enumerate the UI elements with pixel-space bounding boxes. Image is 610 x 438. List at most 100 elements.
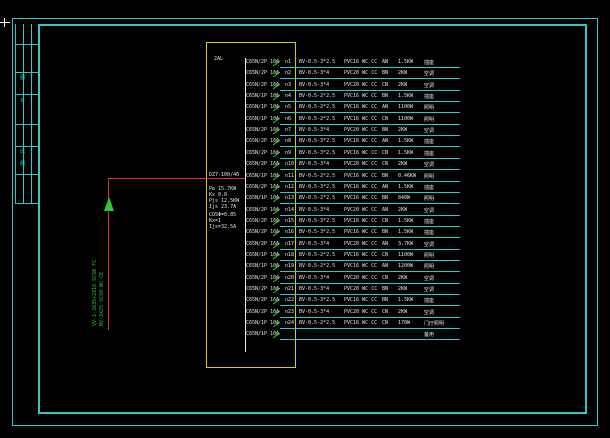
circuit-line — [280, 123, 460, 125]
conduit-spec: PVC20 WC CC — [344, 206, 378, 213]
phase-label: CN — [382, 161, 389, 168]
load-use: 插座 — [424, 139, 435, 146]
phase-label: AN — [382, 59, 389, 65]
cable-spec: BV-0.5-3*4 — [299, 286, 330, 292]
circuit-line — [280, 225, 460, 227]
breaker-label: C65N/1P 10A — [246, 251, 280, 258]
circuit-line — [280, 271, 460, 273]
phase-label: BN — [382, 70, 389, 77]
phase-label: AN — [382, 206, 389, 213]
circuit-line — [280, 248, 460, 250]
circuit-number: n14 — [285, 206, 295, 213]
phase-label: CN — [382, 149, 389, 156]
cable-spec: BV-0.5-2*2.5 — [299, 263, 336, 270]
phase-label: CN — [382, 308, 389, 315]
phase-label: AN — [382, 138, 389, 145]
circuit-number: n1 — [285, 59, 292, 65]
conduit-spec: PVC16 WC CC — [344, 138, 378, 145]
circuit-line — [280, 294, 460, 295]
conduit-spec: PVC20 WC CC — [344, 81, 378, 88]
phase-label: AN — [382, 183, 389, 190]
incoming-feeder-riser — [108, 178, 109, 330]
title-strip-label: 号 — [20, 99, 26, 105]
cable-spec: BV-0.5-2*2.5 — [299, 115, 336, 122]
conduit-spec: PVC20 WC CC — [344, 286, 378, 292]
cable-spec: BV-0.5-2*2.5 — [299, 104, 336, 111]
load-power: 2KW — [398, 81, 408, 88]
circuit-line — [280, 237, 460, 239]
breaker-symbol-icon — [273, 264, 280, 271]
load-power: 840W — [398, 195, 411, 202]
phase-label: AN — [382, 104, 389, 111]
title-strip-label: 比 — [20, 149, 26, 155]
breaker-symbol-icon — [273, 71, 280, 78]
conduit-spec: PVC16 WC CC — [344, 217, 378, 224]
load-use: 插座 — [424, 218, 435, 225]
phase-label: BN — [382, 195, 389, 202]
title-strip: 图 号 比 例 — [15, 24, 39, 204]
circuit-line — [280, 316, 460, 318]
circuit-number: n10 — [285, 161, 295, 168]
feeder-spec-line: BV-3X25 SC50 WC CE — [99, 271, 105, 326]
breaker-symbol-icon — [273, 218, 280, 226]
panel-calc-values: COSΦ=0.85 Kx=1 Ijs=32.5A — [209, 212, 236, 230]
breaker-symbol-icon — [273, 162, 280, 169]
load-use: 门厅照明 — [424, 321, 445, 328]
circuit-number: n17 — [285, 240, 295, 247]
circuit-number: n15 — [285, 217, 295, 224]
origin-marker-vertical — [4, 18, 5, 27]
breaker-label: C65N/1P 10A — [246, 172, 280, 179]
breaker-label: C65N/1P 10A — [246, 93, 280, 100]
title-strip-label: 图 — [20, 75, 26, 81]
phase-label: AN — [382, 240, 389, 247]
cable-spec: BV-0.5-3*2.5 — [299, 183, 336, 190]
cable-spec: BV-0.5-3*4 — [299, 240, 330, 247]
circuit-line — [280, 89, 460, 91]
breaker-symbol-icon — [273, 196, 280, 203]
cable-spec: BV-0.5-3*2.5 — [299, 229, 336, 236]
cable-spec: BV-0.5-3*4 — [299, 127, 330, 134]
circuit-line — [280, 214, 460, 216]
breaker-symbol-icon — [273, 252, 280, 260]
conduit-spec: PVC16 WC CC — [344, 149, 378, 156]
calc-line: Kx=1 — [209, 218, 222, 224]
main-switch-label: DZ7-100/40 — [209, 172, 240, 178]
load-power: 1.5KW — [398, 229, 414, 236]
phase-label: CN — [382, 217, 389, 224]
breaker-symbol-icon — [273, 82, 280, 90]
breaker-label: C65N/2P 16A — [246, 297, 280, 304]
cable-spec: BV-0.5-3*2.5 — [299, 59, 336, 65]
circuit-number: n13 — [285, 195, 295, 202]
load-power: 2KW — [398, 70, 408, 77]
phase-label: AN — [382, 263, 389, 270]
circuit-line — [280, 305, 460, 307]
load-use: 插座 — [424, 60, 435, 66]
load-power: 1.5KW — [398, 59, 414, 65]
breaker-label: C65N/2P 16A — [246, 183, 280, 190]
breaker-symbol-icon — [273, 150, 280, 158]
feeder-arrow-icon — [104, 197, 114, 211]
breaker-symbol-icon — [273, 332, 280, 339]
breaker-symbol-icon — [273, 207, 280, 214]
circuit-number: n12 — [285, 183, 295, 190]
breaker-label: C65N/2P 16A — [246, 217, 280, 224]
drawing-border-inner — [38, 24, 587, 414]
feeder-spec-line: VV-1-3X35+2X16 SC50 FC — [92, 259, 98, 326]
circuit-number: n21 — [285, 286, 295, 292]
load-use: 照明 — [424, 173, 435, 180]
load-use: 插座 — [424, 298, 435, 305]
circuit-number: n9 — [285, 149, 292, 156]
breaker-symbol-icon — [273, 298, 280, 305]
conduit-spec: PVC16 WC CC — [344, 195, 378, 202]
load-use: 照明 — [424, 264, 435, 271]
